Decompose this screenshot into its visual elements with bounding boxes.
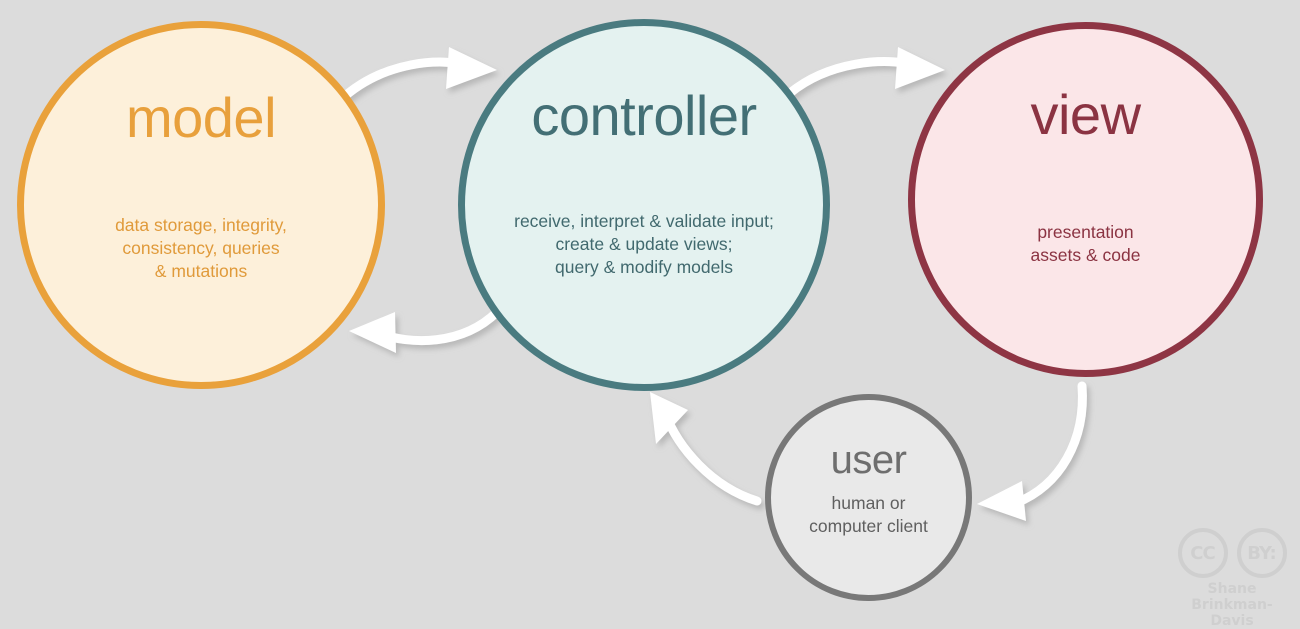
node-model-description: data storage, integrity, consistency, qu…	[115, 215, 287, 281]
arrow-view-to-user	[977, 381, 1087, 521]
node-view-title: view	[1030, 83, 1141, 146]
author-credit: Shane Brinkman-Davis	[1172, 581, 1292, 629]
node-user-description: human or computer client	[809, 493, 928, 536]
arrow-controller-to-model	[349, 307, 502, 353]
creative-commons-icon: CC	[1177, 528, 1228, 578]
node-user[interactable]: user human or computer client	[765, 394, 972, 601]
node-view[interactable]: view presentation assets & code	[908, 22, 1263, 377]
node-controller-title: controller	[531, 84, 757, 147]
arrow-model-to-controller	[340, 47, 497, 101]
node-controller-description: receive, interpret & validate input; cre…	[514, 211, 774, 277]
node-model[interactable]: model data storage, integrity, consisten…	[17, 21, 385, 389]
cc-badge-row: CC BY:	[1177, 528, 1287, 578]
node-model-title: model	[125, 86, 277, 149]
cc-by-icon: BY:	[1236, 528, 1287, 578]
author-credit-line-2: Brinkman-Davis	[1191, 597, 1273, 629]
node-user-title: user	[830, 438, 907, 482]
node-view-description: presentation assets & code	[1030, 222, 1141, 265]
creative-commons-attribution[interactable]: CC BY: Shane Brinkman-Davis	[1172, 528, 1292, 629]
arrow-controller-to-view	[785, 47, 945, 98]
author-credit-line-1: Shane	[1207, 581, 1257, 597]
arrow-user-to-controller	[650, 392, 762, 506]
node-controller[interactable]: controller receive, interpret & validate…	[458, 19, 830, 391]
